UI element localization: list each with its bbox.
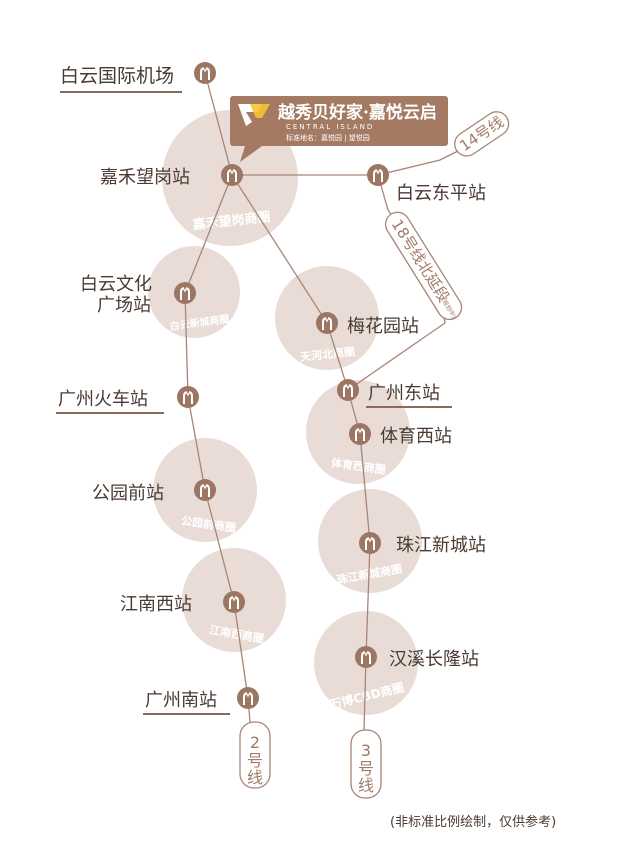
metro-icon[interactable] xyxy=(337,379,359,401)
metro-icon[interactable] xyxy=(223,591,245,613)
metro-icon[interactable] xyxy=(174,282,196,304)
svg-text:18号线北延段: 18号线北延段 xyxy=(388,216,453,305)
footnote: (非标准比例绘制，仅供参考) xyxy=(390,814,556,830)
station-zhujiang-xincheng[interactable]: 珠江新城站 xyxy=(396,535,486,556)
brand-name: 越秀贝好家·嘉悦云启 xyxy=(277,102,437,123)
line2-tag: 2 号 线 xyxy=(239,721,271,789)
project-badge[interactable]: 越秀贝好家·嘉悦云启 CENTRAL ISLAND 标准地名：嘉悦园 | 望悦园 xyxy=(230,96,448,162)
station-hanxi-changlong[interactable]: 汉溪长隆站 xyxy=(389,649,479,670)
svg-text:2: 2 xyxy=(250,733,260,752)
station-baiyun-culture-l2[interactable]: 广场站 xyxy=(97,295,151,316)
metro-icon[interactable] xyxy=(194,479,216,501)
line14-tag: 14号线 xyxy=(454,111,510,157)
brand-english: CENTRAL ISLAND xyxy=(286,123,374,131)
metro-icon[interactable] xyxy=(367,164,389,186)
metro-icon[interactable] xyxy=(316,312,338,334)
line-airport-jiahe xyxy=(204,72,233,176)
brand-subtitle: 标准地名：嘉悦园 | 望悦园 xyxy=(286,133,370,142)
circle-label-tianhe-north: 天河北商圈 xyxy=(300,344,356,364)
station-jiangnan-xi[interactable]: 江南西站 xyxy=(120,594,192,615)
station-jiahe-wanggang[interactable]: 嘉禾望岗站 xyxy=(100,167,190,188)
station-gongyuan-qian[interactable]: 公园前站 xyxy=(92,483,164,504)
brand-logo xyxy=(238,104,270,126)
svg-text:3: 3 xyxy=(361,741,371,760)
metro-icon[interactable] xyxy=(355,646,377,668)
svg-text:号: 号 xyxy=(358,759,374,778)
metro-icon[interactable] xyxy=(359,532,381,554)
svg-text:线: 线 xyxy=(247,768,263,787)
station-labels: 白云国际机场 嘉禾望岗站 白云东平站 白云文化 广场站 梅花园站 广州火车站 广… xyxy=(56,65,486,715)
station-guangzhou-east[interactable]: 广州东站 xyxy=(368,383,440,404)
metro-icon[interactable] xyxy=(194,62,216,84)
line3-tag: 3 号 线 xyxy=(350,729,382,799)
svg-text:号: 号 xyxy=(247,751,263,770)
line18-tag: 18号线北延段 (规划中) xyxy=(384,211,463,321)
station-meihuayuan[interactable]: 梅花园站 xyxy=(347,316,419,337)
station-tiyu-xi[interactable]: 体育西站 xyxy=(380,426,452,447)
metro-icon[interactable] xyxy=(177,386,199,408)
metro-icon[interactable] xyxy=(221,164,243,186)
station-baiyun-culture-l1[interactable]: 白云文化 xyxy=(80,274,152,295)
business-circles xyxy=(148,110,422,715)
metro-icon[interactable] xyxy=(237,687,259,709)
station-guangzhou-railway[interactable]: 广州火车站 xyxy=(58,389,148,410)
svg-text:线: 线 xyxy=(358,776,374,795)
metro-icon[interactable] xyxy=(349,423,371,445)
station-baiyun-dongping[interactable]: 白云东平站 xyxy=(396,183,486,204)
station-guangzhou-south[interactable]: 广州南站 xyxy=(145,690,217,711)
station-baiyun-airport[interactable]: 白云国际机场 xyxy=(60,65,174,87)
